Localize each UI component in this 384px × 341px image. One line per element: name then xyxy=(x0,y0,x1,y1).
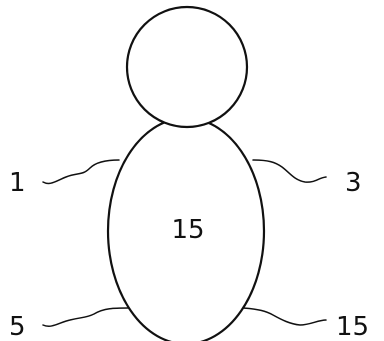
label-bottom-right: 15 xyxy=(336,312,369,341)
body-value: 15 xyxy=(171,215,204,245)
connector-bottom-left xyxy=(42,307,130,327)
label-bottom-left: 5 xyxy=(9,312,26,341)
connector-bottom-right xyxy=(242,307,327,326)
connector-top-left xyxy=(42,159,120,185)
label-top-left: 1 xyxy=(9,168,26,198)
label-top-right: 3 xyxy=(345,168,362,198)
connector-top-right xyxy=(252,159,327,183)
head-circle xyxy=(125,5,249,129)
